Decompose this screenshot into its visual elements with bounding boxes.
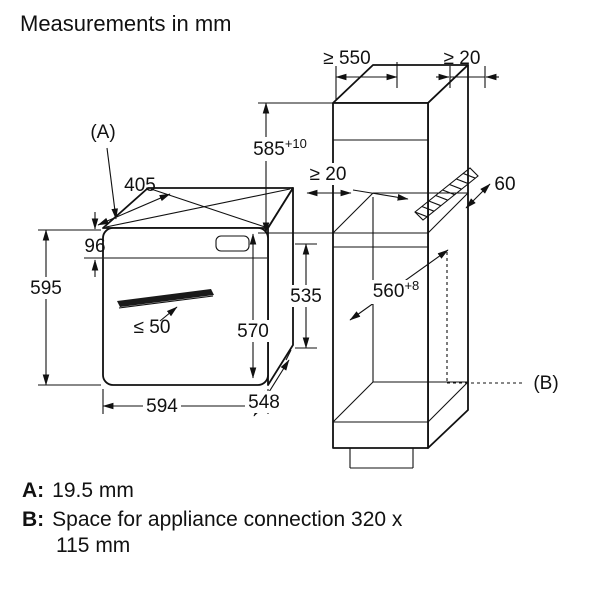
dim-label-top-rear-gap: ≥ 20	[444, 48, 481, 69]
rear-gap-leader-arrow	[352, 189, 409, 201]
handle-clearance-leader-arrow	[159, 306, 178, 322]
ref-a-leader-arrow	[106, 147, 118, 220]
dim-label-rear-clearance: 60	[494, 174, 515, 195]
oven-handle	[117, 289, 214, 307]
dim-label-rear-gap: ≥ 20	[310, 164, 347, 185]
dim-label-niche-height: 585+10	[253, 136, 307, 160]
dim-label-405: 405	[124, 175, 156, 196]
note-b-line1: B:Space for appliance connection 320 x	[22, 508, 403, 531]
oven-front-face	[102, 227, 269, 386]
dim-label-top-depth: ≥ 550	[323, 48, 370, 69]
cabinet-front-face	[332, 102, 429, 449]
note-a: A:19.5 mm	[22, 479, 134, 502]
vent-hatch-strip	[414, 167, 479, 221]
dim-label-548: 548	[248, 392, 280, 413]
shelf-depth-right	[427, 192, 469, 234]
dim-label-594: 594	[146, 396, 178, 417]
shelf-depth-left	[332, 192, 374, 234]
dim-label-570: 570	[237, 321, 269, 342]
floor-depth-right	[427, 381, 469, 423]
ref-label-b: (B)	[533, 373, 558, 394]
oven-handle-shadow	[118, 295, 214, 309]
dim-label-handle-clearance: ≤ 50	[134, 317, 171, 338]
page-title: Measurements in mm	[20, 11, 232, 36]
oven-display	[215, 235, 250, 252]
cabinet-drawing: ≥ 550 ≥ 20 585+10 ≥ 20 60 560+8 (B)	[250, 48, 559, 469]
note-b-line2: 115 mm	[56, 534, 130, 557]
dim-label-96: 96	[84, 236, 105, 257]
footnotes: A:19.5 mm B:Space for appliance connecti…	[22, 479, 403, 557]
floor-depth-left	[332, 381, 374, 423]
dim-label-535: 535	[290, 286, 322, 307]
dim-label-niche-depth: 560+8	[373, 278, 420, 302]
cabinet-side-face	[427, 64, 469, 449]
ext-line-548-rear	[285, 349, 292, 361]
oven-drawing: (A) 405 96 595 ≤ 50 570 594 54	[27, 122, 325, 417]
dim-label-595: 595	[30, 278, 62, 299]
dim-line-405	[97, 193, 171, 226]
dim-line-60	[465, 183, 491, 209]
ref-label-a: (A)	[90, 122, 115, 143]
